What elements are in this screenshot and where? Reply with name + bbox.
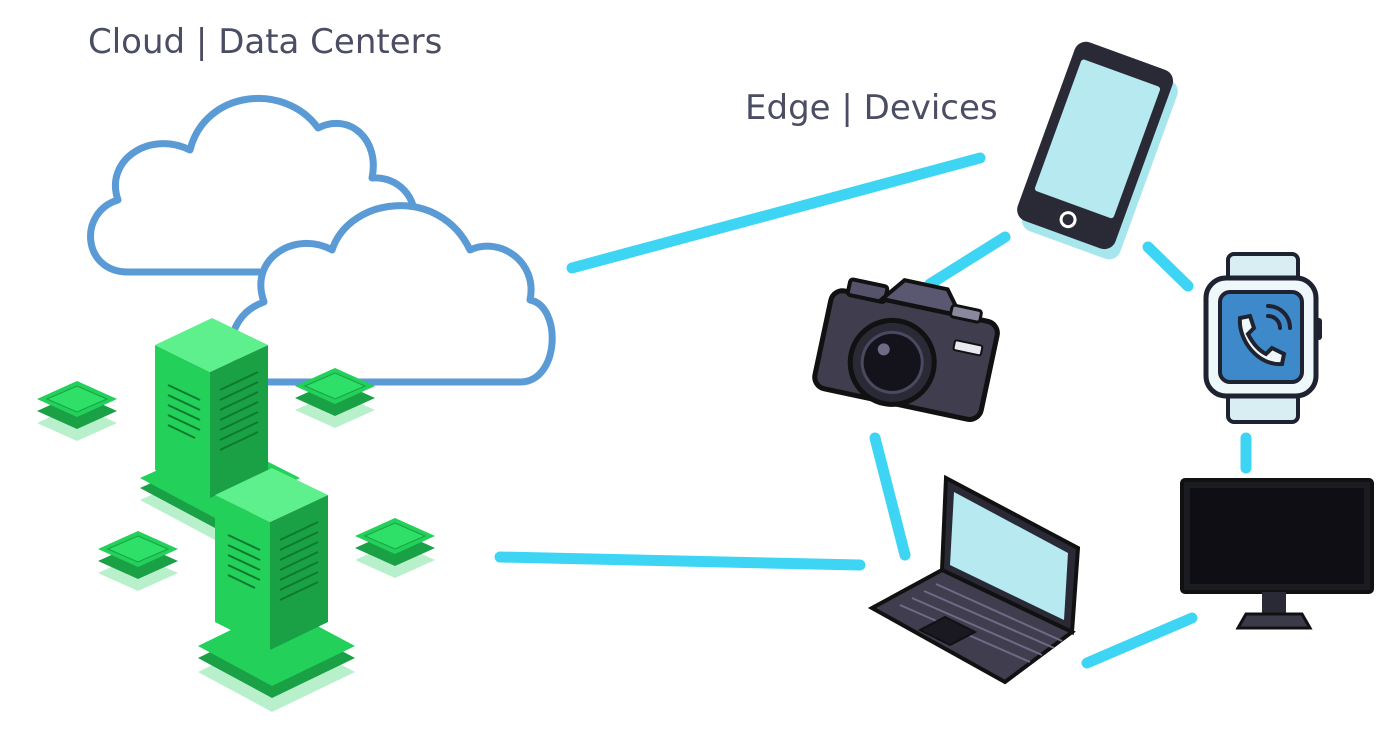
link-phone-to-camera [924, 231, 1011, 290]
chip-stack-icon [37, 381, 117, 441]
chip-stack-icon [295, 368, 375, 428]
monitor-icon [1180, 478, 1374, 630]
connection-lines [494, 152, 1252, 669]
smartphone-icon [1017, 41, 1178, 260]
chip-stack-icon [355, 518, 435, 578]
link-laptop-to-monitor [1081, 612, 1198, 669]
link-phone-to-watch [1142, 241, 1194, 292]
link-camera-to-laptop [869, 432, 911, 561]
edge-devices-label: Edge | Devices [745, 88, 998, 128]
chip-stack-icon [98, 531, 178, 591]
link-datacenter-to-laptop [494, 551, 866, 571]
smartwatch-icon [1203, 252, 1322, 424]
server-rack-icon [198, 468, 355, 712]
camera-icon [812, 277, 1000, 422]
cloud-icon [87, 95, 556, 386]
link-cloud-to-phone [566, 152, 986, 274]
cloud-datacenters-label: Cloud | Data Centers [88, 22, 443, 62]
laptop-icon [867, 474, 1081, 685]
phone-call-icon [1237, 304, 1292, 367]
